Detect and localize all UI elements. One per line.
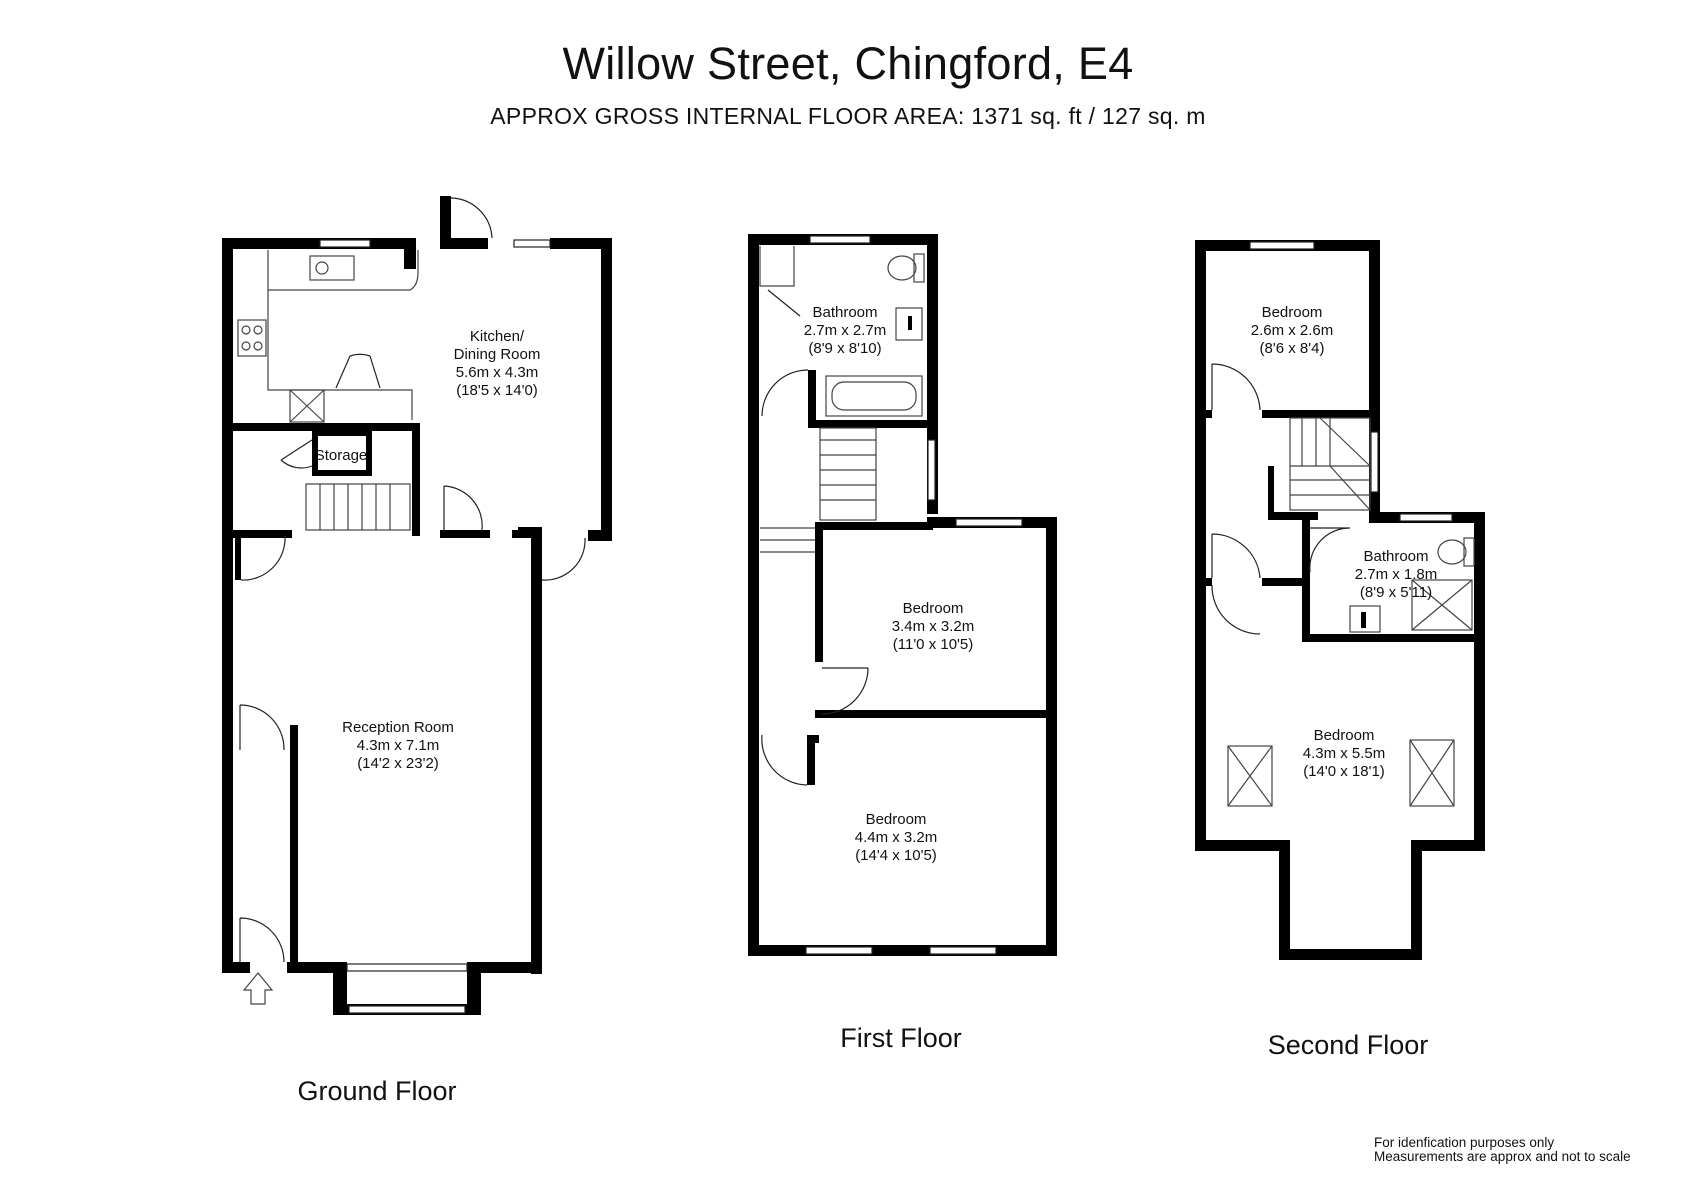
second-floor-plan bbox=[1195, 240, 1485, 960]
disclaimer-line-2: Measurements are approx and not to scale bbox=[1374, 1149, 1631, 1164]
room-label-ff-bedroom-1-metric: 3.4m x 3.2m bbox=[892, 618, 975, 635]
room-label-sf-bathroom-name: Bathroom bbox=[1363, 548, 1428, 565]
room-label-reception-metric: 4.3m x 7.1m bbox=[357, 737, 440, 754]
room-label-ff-bedroom-1-name: Bedroom bbox=[903, 600, 964, 617]
room-label-sf-bathroom-imperial: (8'9 x 5'11) bbox=[1360, 584, 1432, 601]
room-label-kitchen-name: Kitchen/ bbox=[470, 328, 525, 345]
room-label-sf-bedroom-1-metric: 2.6m x 2.6m bbox=[1251, 322, 1334, 339]
floor-label-ground: Ground Floor bbox=[297, 1076, 456, 1106]
room-label-ff-bathroom-imperial: (8'9 x 8'10) bbox=[808, 340, 881, 357]
room-label-ff-bedroom-2-imperial: (14'4 x 10'5) bbox=[855, 847, 937, 864]
room-label-kitchen-metric: 5.6m x 4.3m bbox=[456, 364, 539, 381]
ground-floor-plan bbox=[222, 196, 612, 1015]
room-label-sf-bedroom-1-imperial: (8'6 x 8'4) bbox=[1260, 340, 1325, 357]
room-label-ff-bedroom-2-metric: 4.4m x 3.2m bbox=[855, 829, 938, 846]
disclaimer-line-1: For idenfication purposes only bbox=[1374, 1135, 1555, 1150]
room-label-ff-bathroom-metric: 2.7m x 2.7m bbox=[804, 322, 887, 339]
room-label-sf-bedroom-1-name: Bedroom bbox=[1262, 304, 1323, 321]
disclaimer: For idenfication purposes only Measureme… bbox=[1374, 1136, 1631, 1164]
room-label-reception-imperial: (14'2 x 23'2) bbox=[357, 755, 439, 772]
room-label-storage: Storage bbox=[315, 447, 368, 464]
floor-label-second: Second Floor bbox=[1268, 1030, 1429, 1060]
room-label-sf-bedroom-2-name: Bedroom bbox=[1314, 727, 1375, 744]
room-label-sf-bathroom-metric: 2.7m x 1.8m bbox=[1355, 566, 1438, 583]
first-floor-plan bbox=[748, 234, 1057, 956]
room-label-ff-bedroom-1-imperial: (11'0 x 10'5) bbox=[893, 636, 974, 653]
room-label-sf-bedroom-2-imperial: (14'0 x 18'1) bbox=[1303, 763, 1385, 780]
room-label-kitchen-imperial: (18'5 x 14'0) bbox=[456, 382, 538, 399]
floor-area-subtitle: APPROX GROSS INTERNAL FLOOR AREA: 1371 s… bbox=[490, 103, 1206, 129]
room-label-ff-bathroom-name: Bathroom bbox=[812, 304, 877, 321]
floor-label-first: First Floor bbox=[840, 1023, 962, 1053]
room-label-kitchen-name-2: Dining Room bbox=[454, 346, 541, 363]
room-label-reception-name: Reception Room bbox=[342, 719, 454, 736]
page-title: Willow Street, Chingford, E4 bbox=[562, 38, 1134, 89]
room-label-ff-bedroom-2-name: Bedroom bbox=[866, 811, 927, 828]
room-label-sf-bedroom-2-metric: 4.3m x 5.5m bbox=[1303, 745, 1386, 762]
